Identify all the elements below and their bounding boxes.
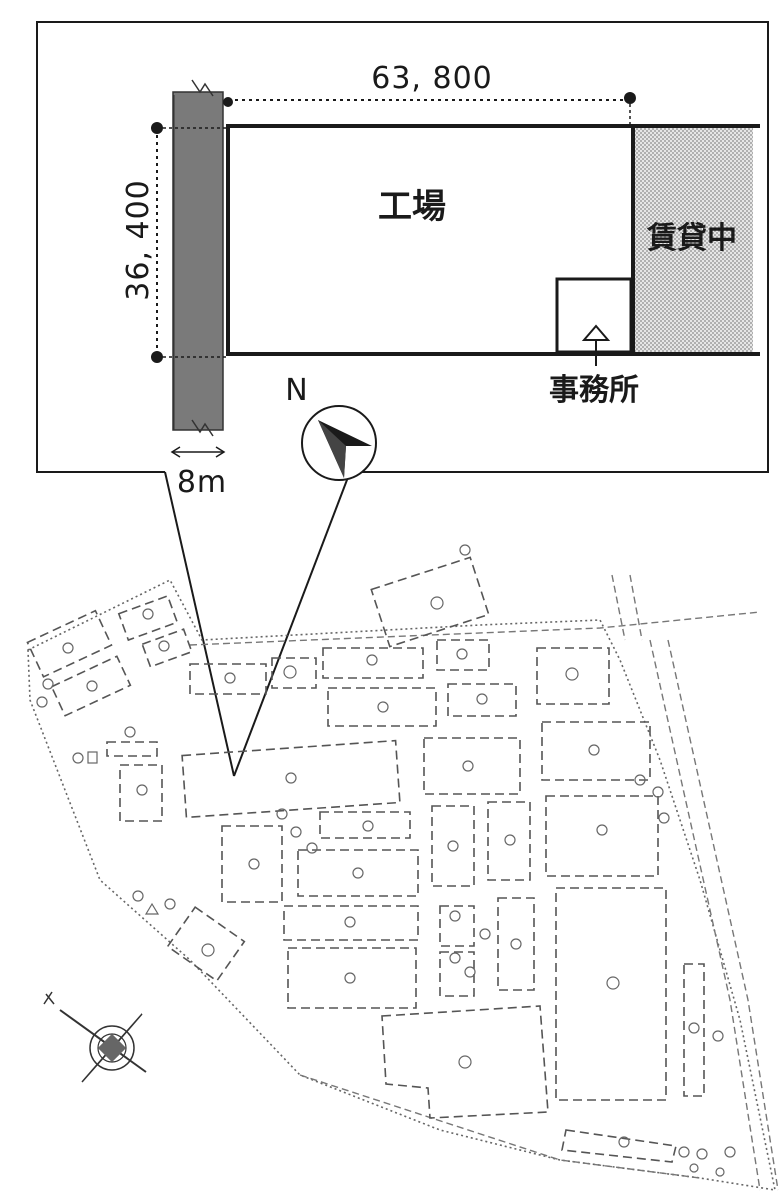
block-cluster-north [370, 544, 490, 648]
dimension-width [223, 92, 636, 126]
rented-label: 賃貸中 [646, 221, 737, 256]
office-label: 事務所 [549, 373, 639, 408]
road-right-1 [611, 574, 626, 641]
road-strip [172, 79, 224, 437]
detail-callout: 63, 800 36, 400 工場 賃貸中 事務所 8m N [36, 21, 769, 777]
north-arrow-icon [301, 405, 377, 481]
road-top [189, 611, 761, 646]
compass-rose-icon [43, 991, 147, 1083]
lot-row-2 [72, 683, 517, 822]
rented-area [633, 126, 753, 354]
site-map [26, 544, 779, 1191]
lot-row-1 [189, 639, 610, 705]
lot-row-3 [221, 721, 670, 903]
callout-pointer-left [164, 471, 235, 777]
target-lot [181, 739, 401, 819]
dimension-road [170, 446, 226, 458]
road-diag-2 [667, 639, 779, 1191]
lot-row-5 [381, 963, 736, 1177]
office-pointer-icon [581, 324, 611, 366]
road-diag-1 [649, 639, 761, 1191]
lot-row-4 [132, 887, 667, 1101]
site-boundary [27, 578, 777, 1191]
depth-dimension-label: 36, 400 [121, 179, 156, 301]
factory-label: 工場 [378, 187, 446, 227]
road-bottom [299, 1074, 701, 1179]
road-width-label: 8m [177, 465, 227, 500]
office-box [555, 277, 633, 354]
road-right-2 [629, 574, 643, 641]
width-dimension-label: 63, 800 [371, 61, 493, 96]
block-cluster-northwest [26, 594, 193, 717]
callout-frame [36, 21, 769, 473]
property-outline [226, 124, 760, 356]
north-label: N [285, 373, 308, 408]
dimension-depth [151, 122, 226, 363]
callout-pointer-right [233, 471, 351, 777]
